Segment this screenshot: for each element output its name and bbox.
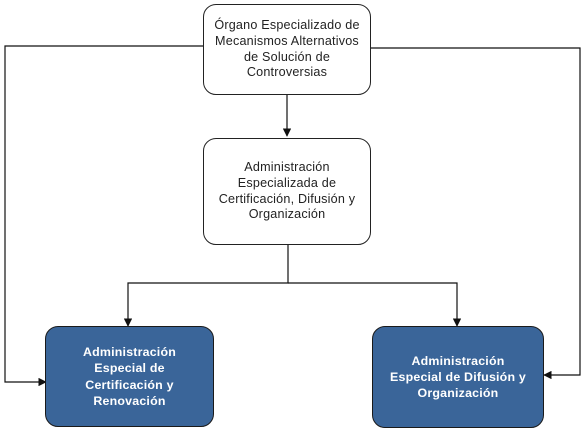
edge-top-to-bottom-left [4, 45, 203, 387]
node-bottom-left-label: Administración Especial de Certificación… [83, 345, 176, 408]
edge-top-to-bottom-right [371, 47, 581, 380]
node-bottom-right-label: Administración Especial de Difusión y Or… [390, 353, 526, 401]
node-top-label: Órgano Especializado de Mecanismos Alter… [214, 18, 360, 80]
node-bottom-left: Administración Especial de Certificación… [45, 326, 214, 427]
node-bottom-right: Administración Especial de Difusión y Or… [372, 326, 544, 428]
node-middle: Administración Especializada de Certific… [203, 138, 371, 245]
edge-middle-to-bottom-right [288, 282, 462, 327]
node-top: Órgano Especializado de Mecanismos Alter… [203, 4, 371, 95]
edge-middle-to-bottom-left [123, 245, 289, 327]
node-middle-label: Administración Especializada de Certific… [218, 160, 356, 222]
